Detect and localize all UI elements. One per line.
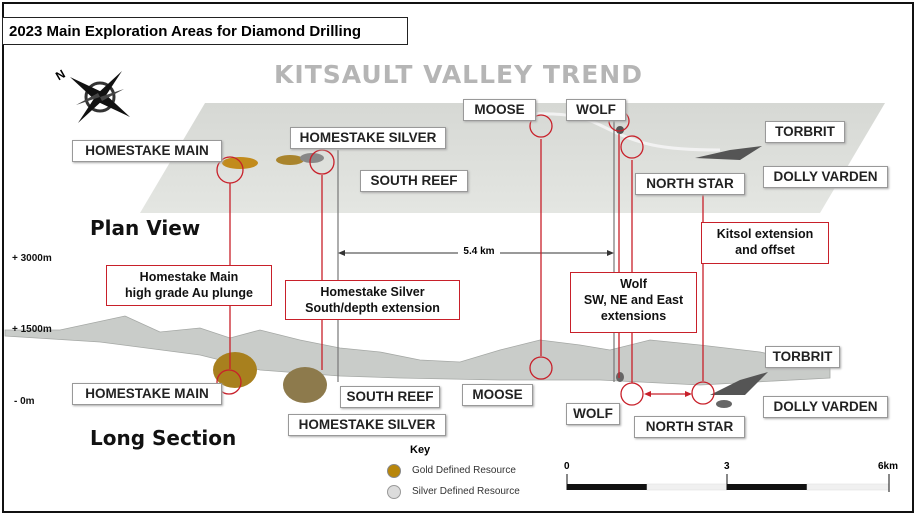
long-label-dolly-varden: DOLLY VARDEN — [763, 396, 888, 418]
elevation-0: - 0m — [14, 396, 35, 407]
plan-view-heading: Plan View — [90, 216, 201, 240]
scale-bar — [566, 474, 890, 492]
long-label-wolf: WOLF — [566, 403, 620, 425]
key-title: Key — [410, 444, 431, 456]
silver-key-swatch — [387, 485, 401, 499]
scale-tick-3: 3 — [724, 461, 730, 472]
distance-arrow — [338, 250, 614, 256]
long-section-terrain — [4, 315, 831, 386]
plan-label-moose: MOOSE — [463, 99, 536, 121]
distance-label: 5.4 km — [463, 246, 495, 257]
plan-label-south-reef: SOUTH REEF — [360, 170, 468, 192]
plan-label-wolf: WOLF — [566, 99, 626, 121]
long-label-torbrit: TORBRIT — [765, 346, 840, 368]
plan-label-homestake-main: HOMESTAKE MAIN — [72, 140, 222, 162]
key-gold: Gold Defined Resource — [412, 465, 516, 476]
plan-label-torbrit: TORBRIT — [765, 121, 845, 143]
plan-label-north-star: NORTH STAR — [635, 173, 745, 195]
scale-tick-0: 0 — [564, 461, 570, 472]
long-label-homestake-silver: HOMESTAKE SILVER — [288, 414, 446, 436]
plan-label-dolly-varden: DOLLY VARDEN — [763, 166, 888, 188]
long-section-heading: Long Section — [90, 426, 237, 450]
long-label-homestake-main: HOMESTAKE MAIN — [72, 383, 222, 405]
elevation-3000: + 3000m — [12, 253, 52, 264]
plan-gold-resource — [222, 155, 304, 169]
elevation-1500: + 1500m — [12, 324, 52, 335]
compass-icon — [70, 71, 130, 123]
long-label-moose: MOOSE — [462, 384, 533, 406]
plan-silver-resource — [300, 126, 762, 163]
plan-label-homestake-silver: HOMESTAKE SILVER — [290, 127, 446, 149]
long-label-south-reef: SOUTH REEF — [340, 386, 440, 408]
long-silver-resource — [616, 372, 768, 408]
long-gold-resource — [213, 352, 327, 403]
figure-title: 2023 Main Exploration Areas for Diamond … — [2, 17, 408, 45]
scale-tick-6km: 6km — [878, 461, 899, 472]
gold-key-swatch — [387, 464, 401, 478]
target-markers — [216, 110, 715, 406]
key-silver: Silver Defined Resource — [412, 486, 520, 497]
long-label-north-star: NORTH STAR — [634, 416, 745, 438]
trend-title: KITSAULT VALLEY TREND — [274, 60, 643, 89]
